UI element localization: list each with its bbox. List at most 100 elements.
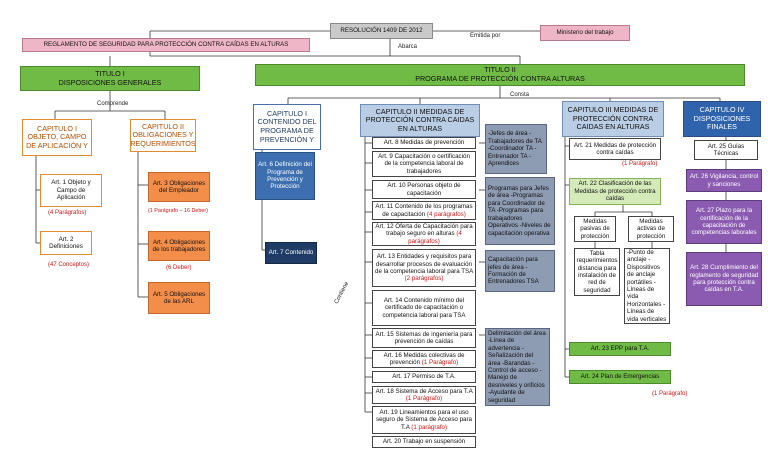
reglamento-text: REGLAMENTO DE SEGURIDAD PARA PROTECCIÓN …	[43, 41, 289, 49]
art20-box: Art. 20 Trabajo en suspensión	[372, 436, 476, 448]
art25-box: Art. 25 Guías Técnicas	[694, 140, 758, 160]
art14-box: Art. 14 Contenido mínimo del certificado…	[372, 290, 476, 326]
art18-label: Art. 18 Sistema de Acceso para T.A	[375, 387, 473, 395]
art27-text: Art. 27 Plazo para la certificación de l…	[691, 207, 757, 237]
anclaje-text: -Punto de anclaje -Dispositivos de ancla…	[627, 248, 667, 323]
art16-box: Art. 16 Medidas colectivas de prevención…	[372, 350, 476, 368]
art19-label: Art. 19 Lineamientos para el uso seguro …	[376, 408, 472, 431]
art13-label: Art. 13 Entidades y requisitos para desa…	[375, 253, 473, 275]
art12-note: (4 parágrafos)	[408, 230, 462, 245]
art4-box: Art. 4 Obligaciones de los trabajadores	[148, 231, 210, 261]
cap1-titulo1-box: CAPITULO I OBJETO, CAMPO DE APLICACIÓN Y	[22, 119, 92, 156]
programas-text: Programas para Jefes de área -Programas …	[488, 184, 551, 237]
art13-note: (2 parágrafos)	[404, 275, 444, 283]
art15-box: Art. 15 Sistemas de ingeniería para prev…	[372, 328, 476, 348]
art15-text: Art. 15 Sistemas de ingeniería para prev…	[375, 330, 473, 345]
art18-box: Art. 18 Sistema de Acceso para T.A (1 Pa…	[372, 386, 476, 404]
anclaje-box: -Punto de anclaje -Dispositivos de ancla…	[624, 248, 670, 324]
art10-box: Art. 10 Personas objeto de capacitación	[372, 180, 476, 199]
reglamento-box: REGLAMENTO DE SEGURIDAD PARA PROTECCIÓN …	[22, 38, 310, 52]
emitida-por-label: Emitida por	[470, 33, 501, 39]
art9-text: Art. 9 Capacitación o certificación de l…	[378, 152, 470, 175]
art23-text: Art. 23 EPP para T.A.	[590, 345, 650, 353]
art9-box: Art. 9 Capacitación o certificación de l…	[372, 151, 476, 177]
pasivas-box: Medidas pasivas de protección	[574, 216, 616, 242]
tabla-box: Tabla requerimientos distancia para inst…	[574, 248, 620, 296]
art26-text: Art. 26 Vigilancia, control y sanciones	[689, 173, 759, 188]
art11-box: Art. 11 Contenido de los programas de ca…	[372, 201, 476, 220]
capacitacion-text: Capacitación para jefes de área -Formaci…	[488, 256, 539, 286]
art12-text: Art. 12 Oferta de Capacitación para trab…	[375, 223, 473, 245]
art13-box: Art. 13 Entidades y requisitos para desa…	[372, 249, 476, 287]
delimitacion-text: Delimitación del área -Línea de adverten…	[488, 329, 546, 404]
delimitacion-box: Delimitación del área -Línea de adverten…	[485, 328, 550, 406]
art25-text: Art. 25 Guías Técnicas	[707, 142, 745, 157]
art2-text: Art. 2 Definiciones	[49, 235, 83, 250]
art23-box: Art. 23 EPP para T.A.	[569, 342, 671, 356]
art20-text: Art. 20 Trabajo en suspensión	[382, 438, 466, 446]
art1-note: (4 Parágrafos)	[48, 210, 87, 216]
capI-box: CAPITULO I CONTENIDO DEL PROGRAMA DE PRE…	[253, 104, 321, 150]
art24-box: Art. 24 Plan de Emergencias	[569, 370, 671, 384]
capIV-text: CAPITULO IV DISPOSICIONES FINALES	[693, 105, 751, 132]
programas-box: Programas para Jefes de área -Programas …	[485, 177, 555, 245]
art17-box: Art. 17 Permiso de T.A.	[372, 371, 476, 383]
art14-text: Art. 14 Contenido mínimo del certificado…	[382, 296, 466, 319]
art4-text: Art. 4 Obligaciones de los trabajadores	[152, 238, 206, 253]
activas-box: Medidas activas de protección	[628, 216, 674, 242]
titulo2-line1: TITULO II	[484, 65, 516, 75]
capIII-box: CAPITULO III MEDIDAS DE PROTECCIÓN CONTR…	[562, 101, 664, 137]
resolucion-text: RESOLUCIÓN 1409 DE 2012	[340, 27, 423, 35]
art2-note: (47 Conceptos)	[48, 262, 90, 268]
capIII-text: CAPITULO III MEDIDAS DE PROTECCIÓN CONTR…	[567, 105, 659, 132]
art1-box: Art. 1 Objeto y Campo de Aplicación	[40, 174, 102, 207]
art19-note: (1 parágrafo)	[411, 423, 448, 431]
titulo1-line1: TITULO I	[95, 68, 125, 78]
ministerio-text: Ministerio del trabajo	[556, 29, 614, 37]
art7-text: Art. 7 Contenido	[268, 249, 314, 257]
capacitacion-box: Capacitación para jefes de área -Formaci…	[485, 250, 555, 292]
art6-text: Art. 6 Definición del Programa de Preven…	[258, 161, 312, 191]
art16-label: Art. 16 Medidas colectivas de prevención	[383, 351, 465, 366]
abarca-label: Abarca	[398, 44, 418, 50]
art16-text: Art. 16 Medidas colectivas de prevención…	[375, 352, 473, 367]
art19-box: Art. 19 Lineamientos para el uso seguro …	[372, 406, 476, 434]
art19-text: Art. 19 Lineamientos para el uso seguro …	[375, 409, 473, 431]
jefes-text: -Jefes de área -Trabajadores de TA -Coor…	[488, 130, 542, 168]
art8-text: Art. 8 Medidas de prevención	[383, 139, 465, 147]
cap1-titulo1-text: CAPITULO I OBJETO, CAMPO DE APLICACIÓN Y	[26, 123, 88, 150]
resolucion-box: RESOLUCIÓN 1409 DE 2012	[330, 23, 433, 39]
art26-box: Art. 26 Vigilancia, control y sanciones	[686, 169, 762, 192]
art22-text: Art. 22 Clasificación de las Medidas de …	[574, 180, 656, 203]
art5-box: Art. 5 Obligaciones de las ARL	[148, 282, 210, 314]
art1-text: Art. 1 Objeto y Campo de Aplicación	[51, 179, 91, 202]
art5-text: Art. 5 Obligaciones de las ARL	[152, 290, 206, 305]
art12-label: Art. 12 Oferta de Capacitación para trab…	[375, 222, 473, 238]
art13-text: Art. 13 Entidades y requisitos para desa…	[375, 253, 473, 283]
comprende-label: Comprende	[97, 101, 129, 107]
art22-box: Art. 22 Clasificación de las Medidas de …	[569, 178, 661, 205]
art28-box: Art. 28 Cumplimiento del reglamento de s…	[686, 252, 762, 306]
art18-note: (1 Parágrafo)	[405, 395, 443, 402]
art21-note: (1 Parágrafo)	[622, 161, 658, 167]
cap2-titulo1-text: CAPITULO II OBLIGACIONES Y REQUERIMIENTO…	[130, 121, 196, 148]
art7-box: Art. 7 Contenido	[265, 242, 317, 264]
art17-text: Art. 17 Permiso de T.A.	[392, 373, 456, 381]
art4-note: (6 Deber)	[166, 265, 192, 271]
art11-text: Art. 11 Contenido de los programas de ca…	[375, 203, 473, 218]
capI-text: CAPITULO I CONTENIDO DEL PROGRAMA DE PRE…	[257, 108, 317, 144]
ministerio-box: Ministerio del trabajo	[540, 25, 630, 41]
art24-text: Art. 24 Plan de Emergencias	[580, 373, 660, 381]
art24-note: (1 Parágrafo)	[652, 391, 688, 397]
art3-text: Art. 3 Obligaciones del Empleador	[152, 179, 206, 194]
tabla-text: Tabla requerimientos distancia para inst…	[576, 249, 618, 294]
capII-box: CAPITULO II MEDIDAS DE PROTECCIÓN CONTRA…	[360, 104, 480, 137]
art21-box: Art. 21 Medidas de protección contra caí…	[569, 138, 661, 160]
art11-label: Art. 11 Contenido de los programas de ca…	[375, 203, 473, 218]
capII-text: CAPITULO II MEDIDAS DE PROTECCIÓN CONTRA…	[365, 106, 475, 133]
art12-box: Art. 12 Oferta de Capacitación para trab…	[372, 222, 476, 246]
